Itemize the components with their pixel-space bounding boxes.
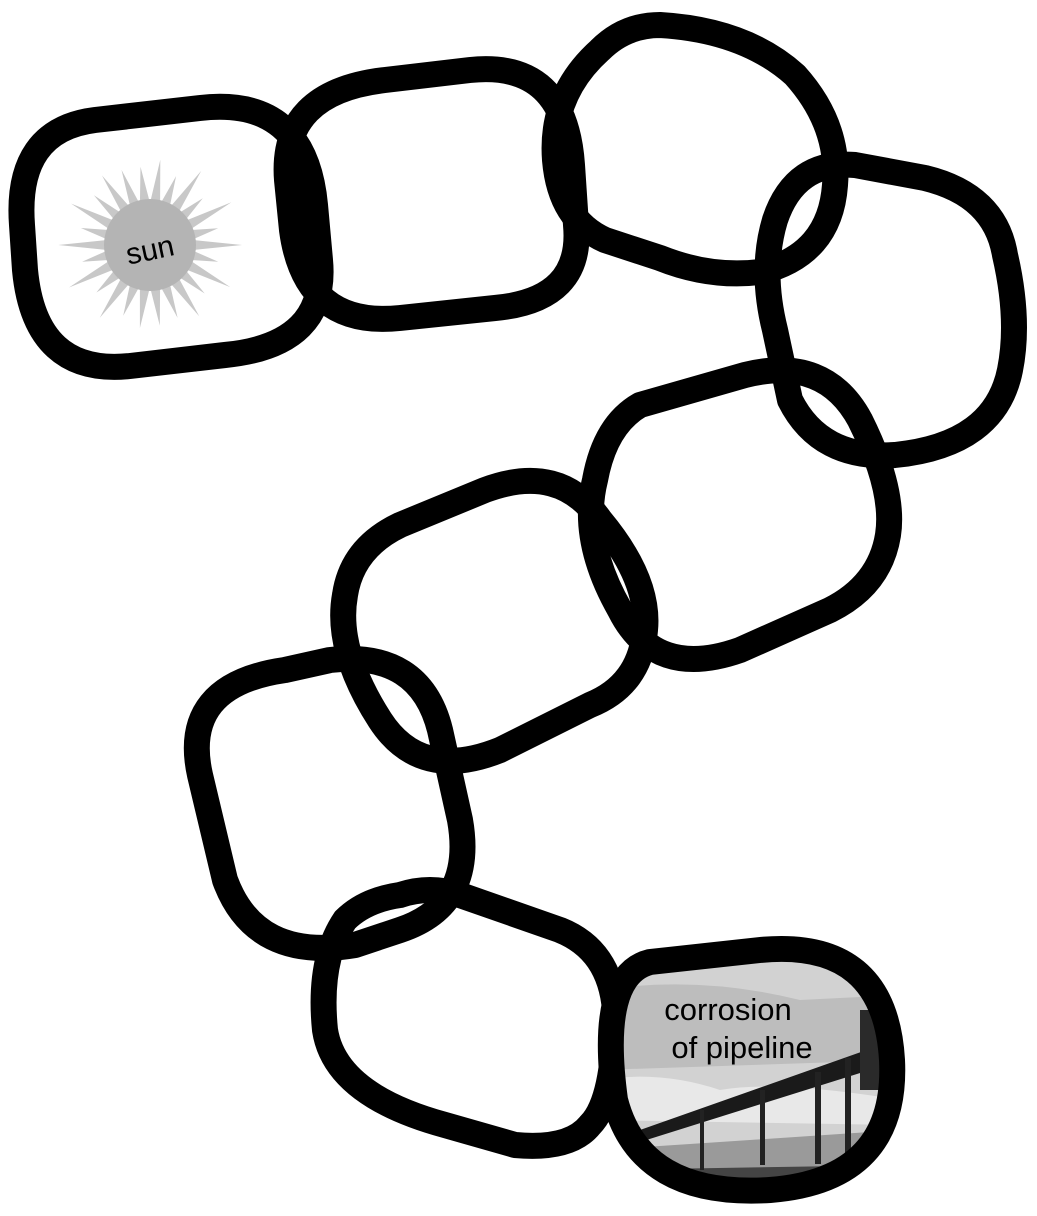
chain-link-4 [768,165,1015,456]
chain-link-3 [555,25,836,273]
photo-support [760,1090,765,1165]
photo-support [700,1110,704,1170]
chain-link-7 [197,659,463,948]
end-node-label-line1: corrosion [664,992,792,1027]
chain-link-start: sun [21,107,320,367]
photo-support [845,1058,851,1163]
chain-link-end: corrosion of pipeline [590,930,910,1210]
chain-link-6 [343,481,645,761]
end-node-label-line2: of pipeline [671,1030,812,1065]
photo-support [815,1072,821,1164]
